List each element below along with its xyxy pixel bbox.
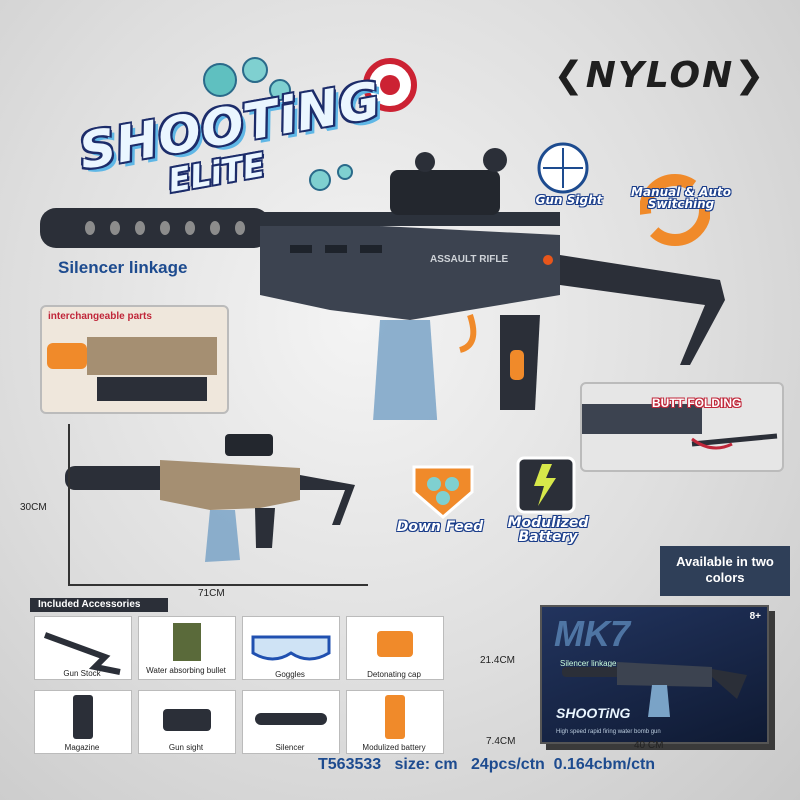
interchangeable-label: interchangeable parts: [48, 311, 152, 322]
acc-label-8: Modulized battery: [362, 743, 426, 752]
silencer-label: Silencer linkage: [58, 258, 188, 277]
switch-arrows-icon: [640, 174, 710, 246]
box-age: 8+: [749, 611, 761, 622]
acc-label-7: Silencer: [275, 743, 305, 752]
bullet-pack-icon: [173, 623, 201, 661]
box-subtitle: Silencer linkage: [560, 659, 617, 668]
acc-label-1: Gun Stock: [63, 669, 101, 678]
main-gun-image: ASSAULT RIFLE: [40, 148, 725, 420]
gun-sight-callout: Gun Sight: [535, 193, 603, 207]
accessories-title: Included Accessories: [30, 598, 168, 612]
length-dimension: 71CM: [198, 588, 225, 599]
goggles-icon: [251, 635, 331, 661]
gun-engraving: ASSAULT RIFLE: [430, 254, 508, 265]
acc-label-4: Detonating cap: [367, 670, 421, 679]
bubble-decoration: [309, 164, 353, 191]
down-feed-callout: Down Feed: [396, 519, 484, 535]
acc-water-bullet: [138, 616, 236, 680]
left-chevron-icon: ❮: [553, 55, 586, 96]
acc-label-5: Magazine: [64, 743, 100, 752]
box-brand: SHOOTiNG: [556, 705, 631, 721]
butt-folding-label: BUTT FOLDING: [652, 396, 742, 410]
material-badge: ❮NYLON❯: [545, 55, 775, 101]
battery-callout: Modulized Battery: [507, 515, 589, 545]
handguard-parts-image: [47, 337, 217, 401]
bullets-icon: [412, 465, 474, 519]
acc-goggles: [242, 616, 340, 680]
product-box: MK7 8+ Silencer linkage SHOOTiNG High sp…: [540, 605, 769, 744]
height-dimension: 30CM: [20, 502, 47, 513]
box-length-dimension: 40 CM: [634, 740, 664, 751]
length-line: [68, 584, 368, 586]
acc-battery: [346, 690, 444, 754]
tan-gun-image: [65, 434, 355, 562]
target-graphic: [203, 57, 417, 112]
material-text: NYLON: [585, 55, 735, 96]
box-depth-dimension: 7.4CM: [486, 736, 516, 747]
switching-callout: Manual & Auto Switching: [631, 185, 731, 211]
folded-stock-image: [582, 404, 778, 450]
acc-label-6: Gun sight: [168, 743, 204, 752]
acc-gun-stock: [34, 616, 132, 680]
acc-detonating-cap: [346, 616, 444, 680]
box-height-dimension: 21.4CM: [480, 655, 516, 666]
acc-label-2: Water absorbing bullet: [146, 666, 226, 675]
box-gun-image: [562, 662, 747, 717]
box-title: MK7: [554, 613, 631, 654]
acc-label-3: Goggles: [275, 670, 305, 679]
cap-icon: [377, 631, 413, 657]
right-chevron-icon: ❯: [734, 55, 767, 96]
product-footer: T563533 size: cm 24pcs/ctn 0.164cbm/ctn: [318, 756, 656, 773]
silencer-icon: [255, 713, 327, 725]
sight-icon: [163, 709, 211, 731]
stock-icon: [43, 632, 121, 675]
interchangeable-inset: interchangeable parts: [40, 305, 229, 414]
height-line: [68, 424, 70, 584]
acc-magazine: [34, 690, 132, 754]
box-tagline: High speed rapid firing water bomb gun: [556, 729, 661, 735]
magazine-icon: [73, 695, 93, 739]
acc-silencer: [242, 690, 340, 754]
available-colors-badge: Available in two colors: [660, 546, 790, 596]
battery-icon: [516, 456, 576, 514]
butt-folding-inset: BUTT FOLDING: [580, 382, 784, 472]
acc-gun-sight: [138, 690, 236, 754]
scope-icon: [537, 142, 589, 194]
battery-pack-icon: [385, 695, 405, 739]
